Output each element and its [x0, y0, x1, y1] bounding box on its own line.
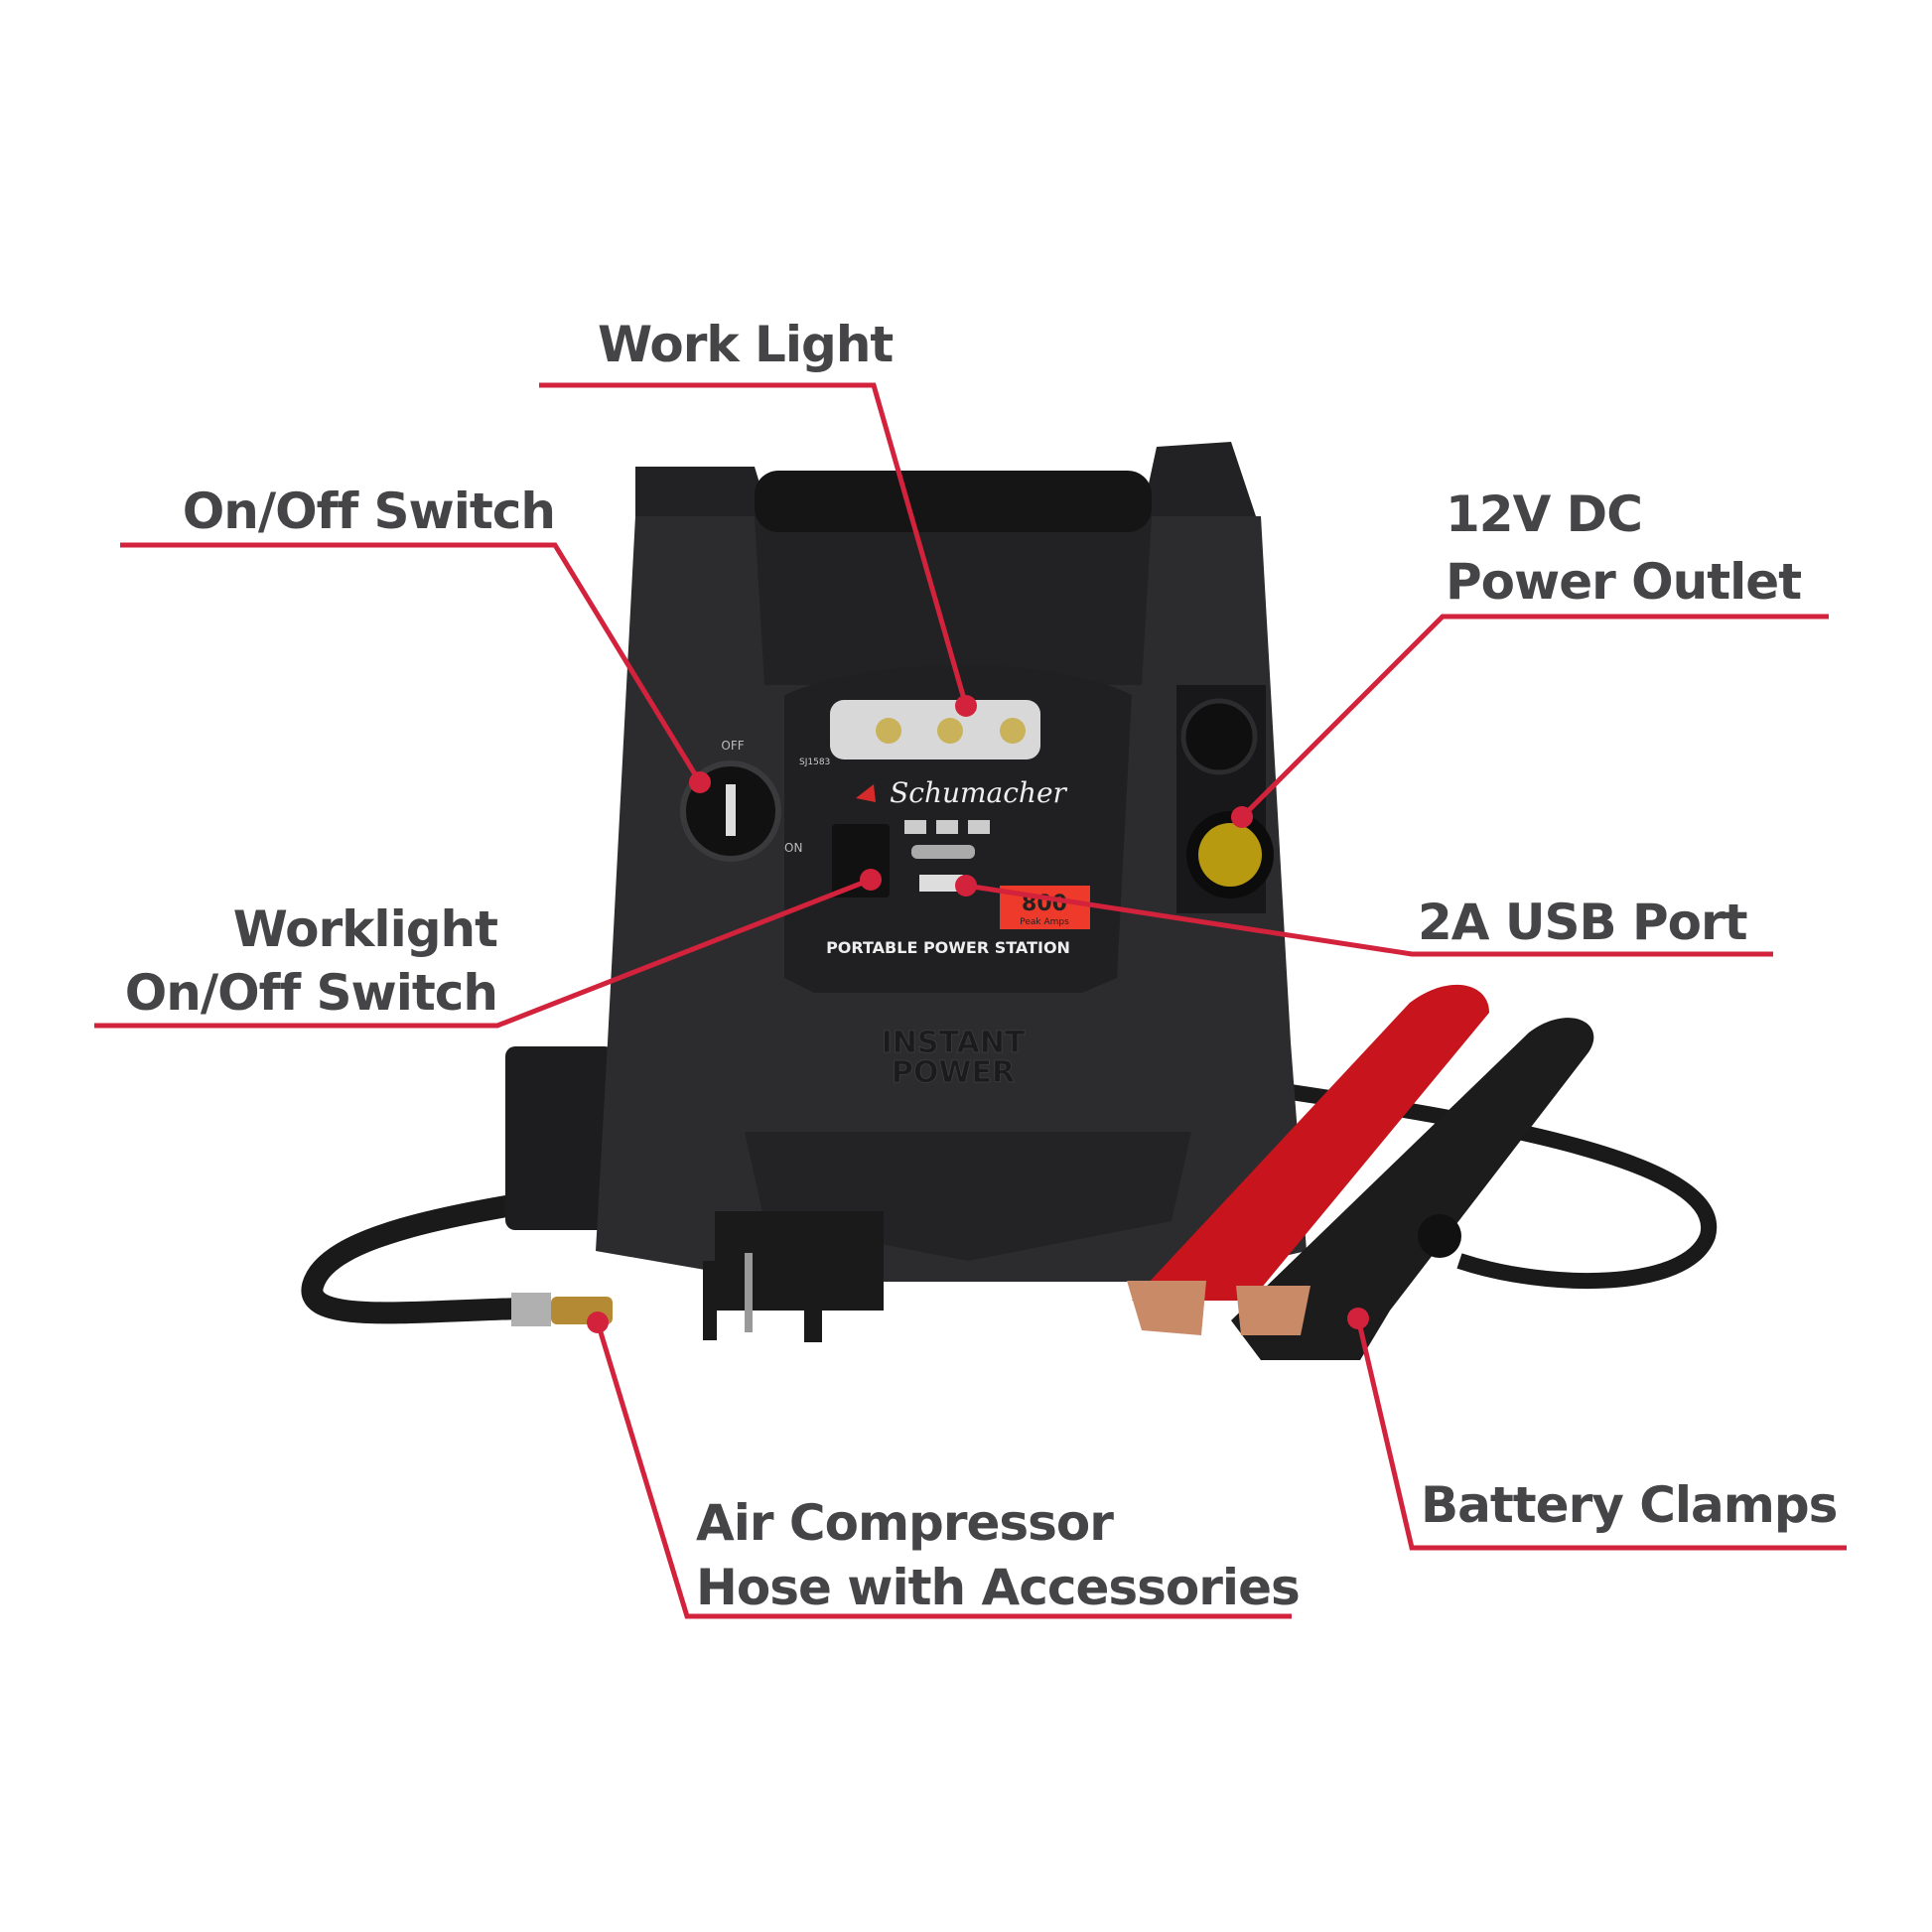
red-clamp [1132, 984, 1489, 1301]
black-clamp [1231, 1018, 1594, 1360]
accessory-holders [715, 1211, 884, 1311]
embossed-instant: INSTANT [882, 1026, 1026, 1060]
label-battery-clamps: Battery Clamps [1421, 1476, 1838, 1534]
label-worklight-switch-2: On/Off Switch [124, 964, 498, 1022]
knob-on-label: ON [784, 841, 802, 855]
hose-fitting [511, 1293, 551, 1326]
compressor-housing [505, 1046, 615, 1230]
worklight-rocker-switch[interactable] [832, 824, 890, 897]
panel-title: PORTABLE POWER STATION [826, 938, 1070, 957]
model-number: SJ1583 [799, 758, 830, 767]
label-worklight-switch-1: Worklight [232, 900, 498, 958]
label-dc-outlet-1: 12V DC [1446, 485, 1643, 543]
callout-air-hose [595, 1321, 1292, 1619]
callout-on-off [120, 542, 703, 784]
callout-lines [94, 382, 1847, 1619]
callout-usb [965, 883, 1773, 957]
label-on-off-switch: On/Off Switch [182, 483, 556, 540]
handle-grip [755, 471, 1152, 532]
peak-amps-label: Peak Amps [1020, 917, 1069, 927]
label-air-compressor-2: Hose with Accessories [696, 1559, 1301, 1616]
callout-dots [587, 695, 1369, 1333]
callout-clamps [1355, 1317, 1847, 1551]
handle [635, 442, 1271, 735]
embossed-power: POWER [892, 1055, 1015, 1090]
outlet-cap [1180, 698, 1258, 775]
brand-logo: Schumacher [890, 776, 1067, 809]
label-air-compressor-1: Air Compressor [696, 1494, 1114, 1552]
callout-work-light [539, 382, 969, 707]
label-usb-port: 2A USB Port [1418, 894, 1748, 951]
callout-worklight-switch [94, 877, 872, 1029]
knob-off-label: OFF [721, 739, 744, 753]
usb-port[interactable] [919, 875, 963, 892]
label-work-light: Work Light [598, 316, 894, 373]
work-light [830, 700, 1040, 759]
air-hose [301, 1180, 607, 1324]
battery-clamps [1127, 984, 1594, 1360]
label-dc-outlet-2: Power Outlet [1446, 553, 1802, 611]
callout-dc-outlet [1240, 614, 1829, 819]
